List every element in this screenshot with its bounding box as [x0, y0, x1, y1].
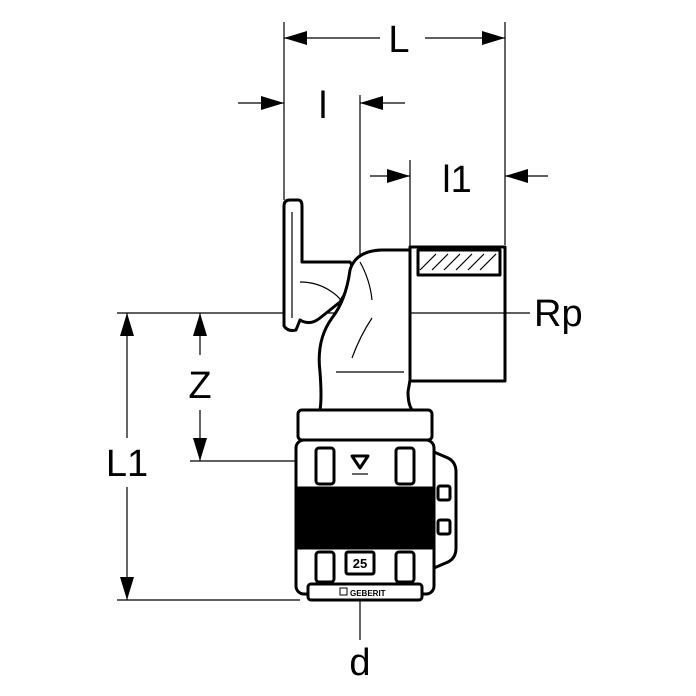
label-Z: Z: [188, 365, 211, 407]
dimension-l: l: [238, 85, 405, 127]
release-clip: [432, 450, 458, 570]
press-connector: 25 GEBERIT: [294, 408, 458, 602]
label-Rp: Rp: [534, 293, 583, 335]
label-L1: L1: [106, 443, 148, 485]
brand-marking: GEBERIT: [350, 589, 386, 598]
label-L: L: [388, 19, 409, 61]
dimension-L1: L1: [106, 313, 148, 600]
connector-windows: [314, 446, 416, 584]
label-d: d: [349, 642, 370, 684]
dimension-l1: l1: [370, 159, 548, 201]
size-marking: 25: [353, 556, 367, 571]
dimension-Z: Z: [188, 313, 212, 461]
threaded-outlet: [408, 245, 507, 383]
thread-hatching: [419, 253, 497, 271]
dimension-L: L: [284, 19, 505, 61]
label-l1: l1: [442, 159, 472, 201]
insertion-mark-icon: [350, 454, 370, 475]
label-l: l: [319, 85, 327, 127]
